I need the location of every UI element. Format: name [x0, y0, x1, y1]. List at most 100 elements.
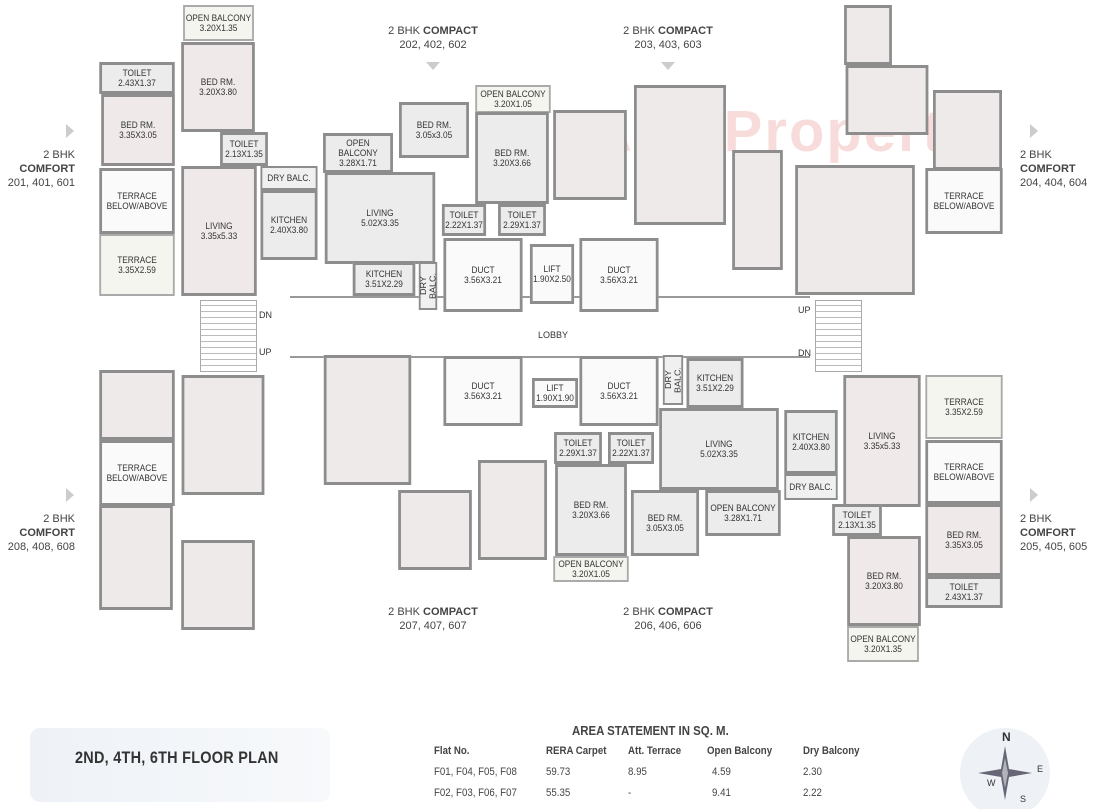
- room-size: 3.05X3.05: [646, 523, 684, 533]
- unit-pointer-arrow-icon: [426, 62, 440, 70]
- room-name: TERRACE BELOW/ABOVE: [106, 191, 168, 211]
- compass-south: S: [1020, 794, 1027, 804]
- area-table-cell: 8.95: [628, 766, 647, 778]
- plan-title-box: 2ND, 4TH, 6TH FLOOR PLAN: [30, 728, 330, 802]
- room-size: 3.51X2.29: [365, 279, 403, 289]
- compass-west: W: [987, 778, 996, 788]
- room-size: 1.90X2.50: [533, 274, 571, 284]
- room-size: 2.22X1.37: [612, 448, 650, 458]
- room-name: DUCT: [471, 265, 495, 275]
- room: BED RM.3.05X3.05: [630, 490, 700, 556]
- room-name: TOILET: [122, 68, 152, 78]
- room-size: 2.13X1.35: [225, 149, 263, 159]
- unit-variant: COMFORT: [1020, 163, 1076, 175]
- area-table-header: RERA Carpet: [546, 745, 607, 757]
- unit-pointer-arrow-icon: [1030, 124, 1038, 138]
- room: BED RM.3.35X3.05: [925, 504, 1003, 576]
- room-name: DRY BALC.: [418, 273, 438, 300]
- room: TERRACE BELOW/ABOVE: [99, 168, 175, 234]
- room-size: 3.28X1.71: [339, 158, 377, 168]
- room-name: TOILET: [616, 438, 646, 448]
- room-name: KITCHEN: [696, 373, 734, 383]
- unit-flats: 202, 402, 602: [399, 39, 467, 51]
- unit-pointer-arrow-icon: [661, 62, 675, 70]
- unit-type: 2 BHK: [43, 149, 75, 161]
- room-size: 3.20X3.80: [199, 87, 237, 97]
- room: DRY BALC.: [260, 166, 318, 190]
- room-name: DRY BALC.: [789, 482, 833, 492]
- stair-up-label: UP: [259, 347, 272, 357]
- furnished-room: [634, 85, 726, 225]
- unit-flats: 205, 405, 605: [1020, 541, 1088, 553]
- unit-variant: COMPACT: [658, 25, 713, 37]
- room-name: OPEN BALCONY: [850, 634, 916, 644]
- compass-rose-icon: [978, 746, 1032, 800]
- room-size: 2.29X1.37: [503, 220, 541, 230]
- room-size: 5.02X3.35: [700, 449, 738, 459]
- room-size: 3.35x5.33: [200, 231, 238, 241]
- lobby: LOBBY: [290, 296, 810, 358]
- room-name: TERRACE: [944, 397, 984, 407]
- room-size: 3.56X3.21: [464, 275, 502, 285]
- area-table-cell: 59.73: [546, 766, 571, 778]
- room: TERRACE BELOW/ABOVE: [925, 440, 1003, 504]
- room-name: KITCHEN: [270, 215, 308, 225]
- unit-type: 2 BHK: [388, 25, 420, 37]
- unit-variant: COMFORT: [1020, 527, 1076, 539]
- room-size: 3.56X3.21: [600, 391, 638, 401]
- unit-type: 2 BHK: [623, 606, 655, 618]
- room-name: TOILET: [229, 139, 259, 149]
- room-size: 3.20X1.35: [199, 23, 238, 33]
- lobby-label: LOBBY: [538, 330, 569, 340]
- room-name: LIVING: [205, 221, 233, 231]
- room-name: TERRACE BELOW/ABOVE: [106, 463, 168, 483]
- furnished-room: [845, 65, 929, 135]
- room: BED RM.3.20X3.66: [475, 112, 549, 204]
- room-size: 2.40X3.80: [270, 225, 308, 235]
- unit-type: 2 BHK: [623, 25, 655, 37]
- room-size: 3.35X3.05: [119, 130, 157, 140]
- room: BED RM.3.20X3.80: [181, 42, 255, 132]
- room-name: OPEN BALCONY: [338, 138, 378, 158]
- room: TERRACE BELOW/ABOVE: [925, 168, 1003, 234]
- room-size: 3.35X3.05: [945, 540, 983, 550]
- room-name: BED RM.: [120, 120, 156, 130]
- room: BED RM.3.35X3.05: [101, 94, 175, 166]
- furnished-room: [99, 370, 175, 440]
- unit-flats: 206, 406, 606: [634, 620, 702, 632]
- stair-up-label: UP: [798, 305, 811, 315]
- room-name: TERRACE: [117, 255, 157, 265]
- room-name: OPEN BALCONY: [185, 13, 252, 23]
- unit-flats: 208, 408, 608: [7, 541, 75, 553]
- furnished-room: [181, 375, 265, 495]
- room-size: 3.20X1.35: [864, 644, 902, 654]
- room-size: 5.02X3.35: [361, 218, 399, 228]
- room-size: 2.13X1.35: [838, 520, 876, 530]
- room-name: DRY BALC.: [663, 367, 683, 394]
- compass-north: N: [1002, 730, 1011, 744]
- room-size: 3.35x5.33: [863, 441, 901, 451]
- area-table-header: Flat No.: [434, 745, 470, 757]
- staircase-left: [200, 300, 257, 372]
- area-table-header: Dry Balcony: [803, 745, 860, 757]
- room: DRY BALC.: [784, 474, 838, 500]
